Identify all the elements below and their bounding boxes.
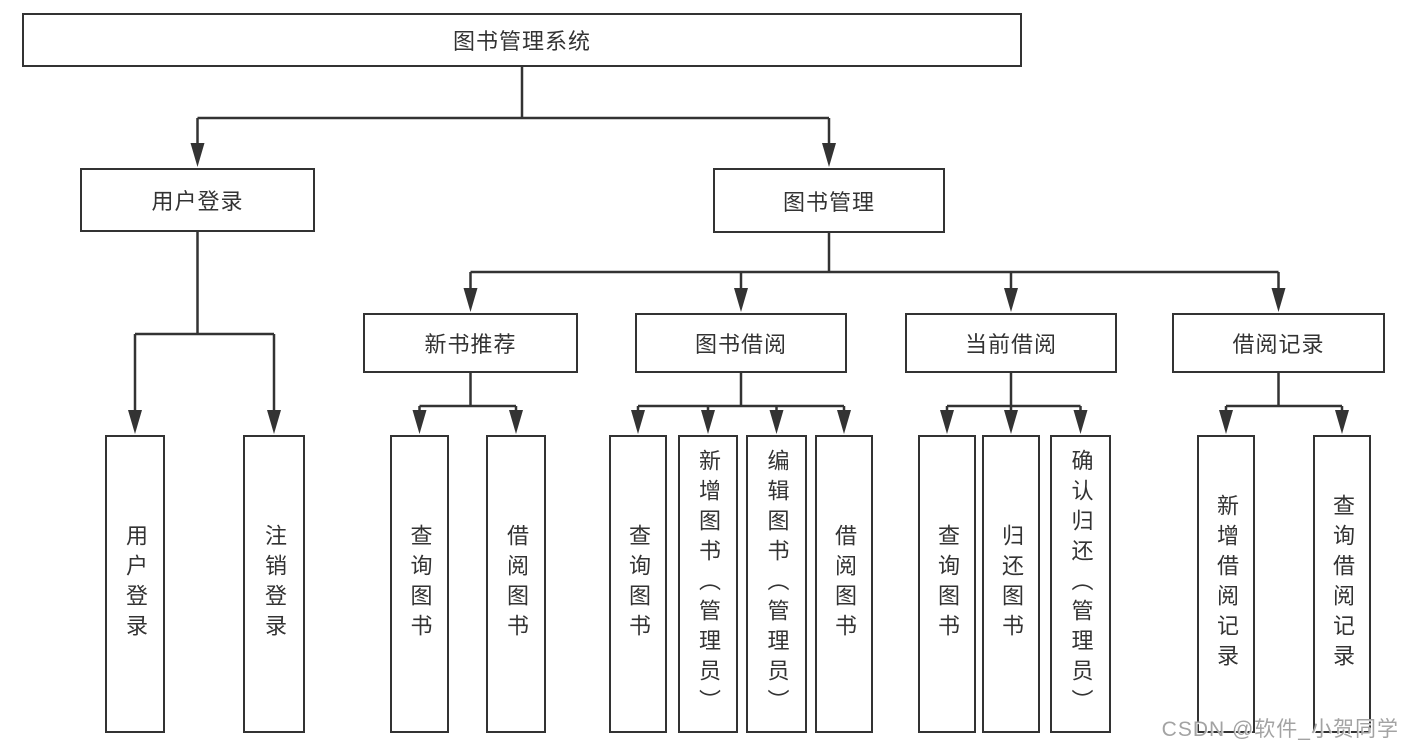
leaf-label: 借阅图书 (832, 524, 857, 644)
leaf-label: 查询借阅记录 (1330, 494, 1355, 674)
leaf-label: 查询图书 (935, 524, 960, 644)
leaf-add-borrow-record: 新增借阅记录 (1197, 435, 1255, 733)
arrowheads (128, 143, 1349, 434)
node-root-library-system: 图书管理系统 (22, 13, 1022, 67)
leaf-logout: 注销登录 (243, 435, 305, 733)
leaf-label: 查询图书 (407, 524, 433, 644)
leaf-query-book-borrow: 查询图书 (609, 435, 667, 733)
node-new-book-recommend: 新书推荐 (363, 313, 578, 373)
leaf-borrow-book: 借阅图书 (815, 435, 873, 733)
node-label: 图书借阅 (694, 332, 787, 357)
node-label: 图书管理系统 (452, 29, 591, 54)
node-label: 用户登录 (151, 189, 244, 214)
leaf-label: 查询图书 (626, 524, 651, 644)
leaf-borrow-book-recommend: 借阅图书 (486, 435, 546, 733)
node-borrow-record: 借阅记录 (1172, 313, 1385, 373)
node-label: 新书推荐 (424, 332, 517, 357)
leaf-label: 借阅图书 (504, 524, 529, 644)
node-book-management: 图书管理 (713, 168, 945, 233)
leaf-add-book-admin: 新增图书（管理员） (678, 435, 738, 733)
csdn-watermark: CSDN @软件_小贺同学 (1161, 718, 1399, 741)
leaf-label: 确认归还（管理员） (1068, 449, 1094, 719)
leaf-label: 归还图书 (999, 524, 1024, 644)
leaf-query-book-current: 查询图书 (918, 435, 976, 733)
leaf-return-book: 归还图书 (982, 435, 1040, 733)
leaf-label: 用户登录 (123, 524, 148, 644)
node-label: 借阅记录 (1232, 332, 1325, 357)
node-label: 当前借阅 (964, 332, 1057, 357)
leaf-query-borrow-record: 查询借阅记录 (1313, 435, 1371, 733)
leaf-confirm-return-admin: 确认归还（管理员） (1050, 435, 1111, 733)
node-book-borrow: 图书借阅 (635, 313, 847, 373)
node-current-borrow: 当前借阅 (905, 313, 1117, 373)
node-user-login: 用户登录 (80, 168, 315, 232)
node-label: 图书管理 (782, 189, 875, 215)
leaf-label: 新增图书（管理员） (696, 449, 721, 719)
leaf-label: 注销登录 (262, 524, 287, 644)
leaf-user-login: 用户登录 (105, 435, 165, 733)
leaf-label: 新增借阅记录 (1214, 494, 1239, 674)
leaf-query-book-recommend: 查询图书 (390, 435, 449, 733)
leaf-edit-book-admin: 编辑图书（管理员） (746, 435, 807, 733)
leaf-label: 编辑图书（管理员） (764, 449, 790, 719)
